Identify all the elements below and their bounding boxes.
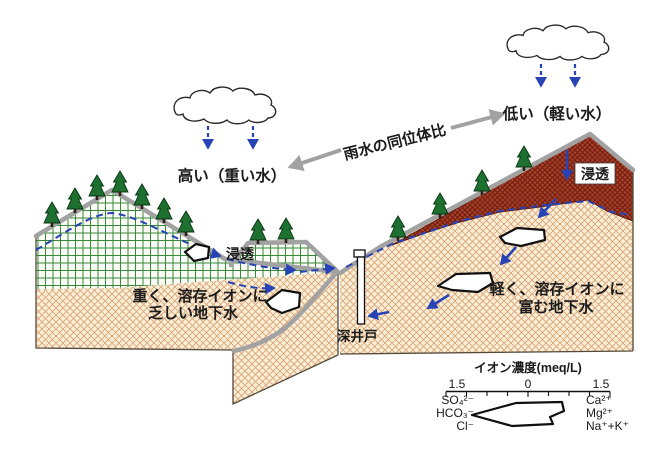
deep-well bbox=[353, 249, 366, 325]
legend-title: イオン濃度(meq/L) bbox=[474, 360, 582, 375]
legend-ion-so4: SO₄²⁻ bbox=[441, 393, 474, 407]
label-infiltration-left: 浸透 bbox=[226, 246, 255, 262]
left-sand-body bbox=[36, 272, 338, 404]
cloud-icon bbox=[506, 24, 610, 61]
rain-cloud-right bbox=[506, 24, 610, 88]
label-high-heavy-water: 高い（重い水） bbox=[178, 166, 287, 185]
groundwater-flow-left bbox=[35, 211, 336, 295]
label-deep-well: 深井戸 bbox=[337, 328, 378, 344]
tree-icon bbox=[515, 145, 533, 172]
well-shaft bbox=[356, 256, 366, 325]
tree-icon bbox=[43, 201, 61, 228]
legend-scale-right: 1.5 bbox=[593, 377, 610, 391]
tree-icon bbox=[155, 197, 173, 224]
label-infiltration-right: 浸透 bbox=[581, 166, 610, 182]
legend-ion-hco3: HCO₃⁻ bbox=[436, 406, 474, 420]
stiff-diagram-shape bbox=[264, 288, 302, 315]
tree-icon bbox=[277, 217, 295, 244]
tree-icon bbox=[111, 170, 129, 197]
tree-icon bbox=[249, 218, 267, 245]
tree-icon bbox=[473, 169, 491, 196]
flow-arrows-right bbox=[367, 150, 573, 321]
label-right-groundwater-1: 軽く、溶存イオンに bbox=[489, 280, 624, 298]
isotope-ratio-arrow bbox=[287, 109, 506, 172]
legend-scale-left: 1.5 bbox=[449, 377, 466, 391]
label-isotope-ratio: 雨水の同位体比 bbox=[342, 121, 448, 164]
legend-ticks bbox=[445, 391, 611, 397]
secondary-hill-outline bbox=[228, 239, 340, 274]
legend-ion-mg: Mg²⁺ bbox=[586, 406, 613, 420]
stiff-shapes bbox=[183, 226, 547, 315]
label-right-groundwater-2: 富む地下水 bbox=[518, 298, 594, 316]
groundwater-flow-right bbox=[345, 199, 632, 268]
stiff-diagram-shape bbox=[498, 226, 547, 248]
label-left-groundwater-2: 乏しい地下水 bbox=[148, 304, 239, 322]
tree-icon bbox=[88, 174, 106, 201]
label-left-groundwater-1: 重く、溶存イオンに bbox=[132, 287, 267, 305]
tree-icon bbox=[431, 192, 449, 219]
ion-concentration-legend: イオン濃度(meq/L) 1.5 0 1.5 SO₄²⁻ HCO₃⁻ Cl⁻ C… bbox=[436, 360, 629, 433]
infiltration-right-box bbox=[574, 162, 616, 185]
cloud-icon bbox=[173, 86, 277, 125]
tree-icon bbox=[389, 215, 407, 242]
legend-scale-center: 0 bbox=[525, 377, 532, 391]
rain-cloud-left bbox=[173, 86, 277, 150]
tree-icon bbox=[66, 187, 84, 214]
tree-icon bbox=[177, 210, 195, 237]
legend-stiff-shape bbox=[470, 400, 566, 428]
label-low-light-water: 低い（軽い水） bbox=[502, 104, 612, 123]
well-cap bbox=[353, 249, 366, 258]
cross-section-curve bbox=[231, 269, 340, 354]
stiff-diagram-shape bbox=[183, 242, 211, 263]
stiff-diagram-shape bbox=[436, 271, 495, 294]
tree-icon bbox=[133, 183, 151, 210]
legend-ion-cl: Cl⁻ bbox=[456, 419, 474, 433]
legend-ion-ca: Ca²⁺ bbox=[586, 393, 612, 407]
legend-ion-nak: Na⁺+K⁺ bbox=[586, 419, 629, 433]
